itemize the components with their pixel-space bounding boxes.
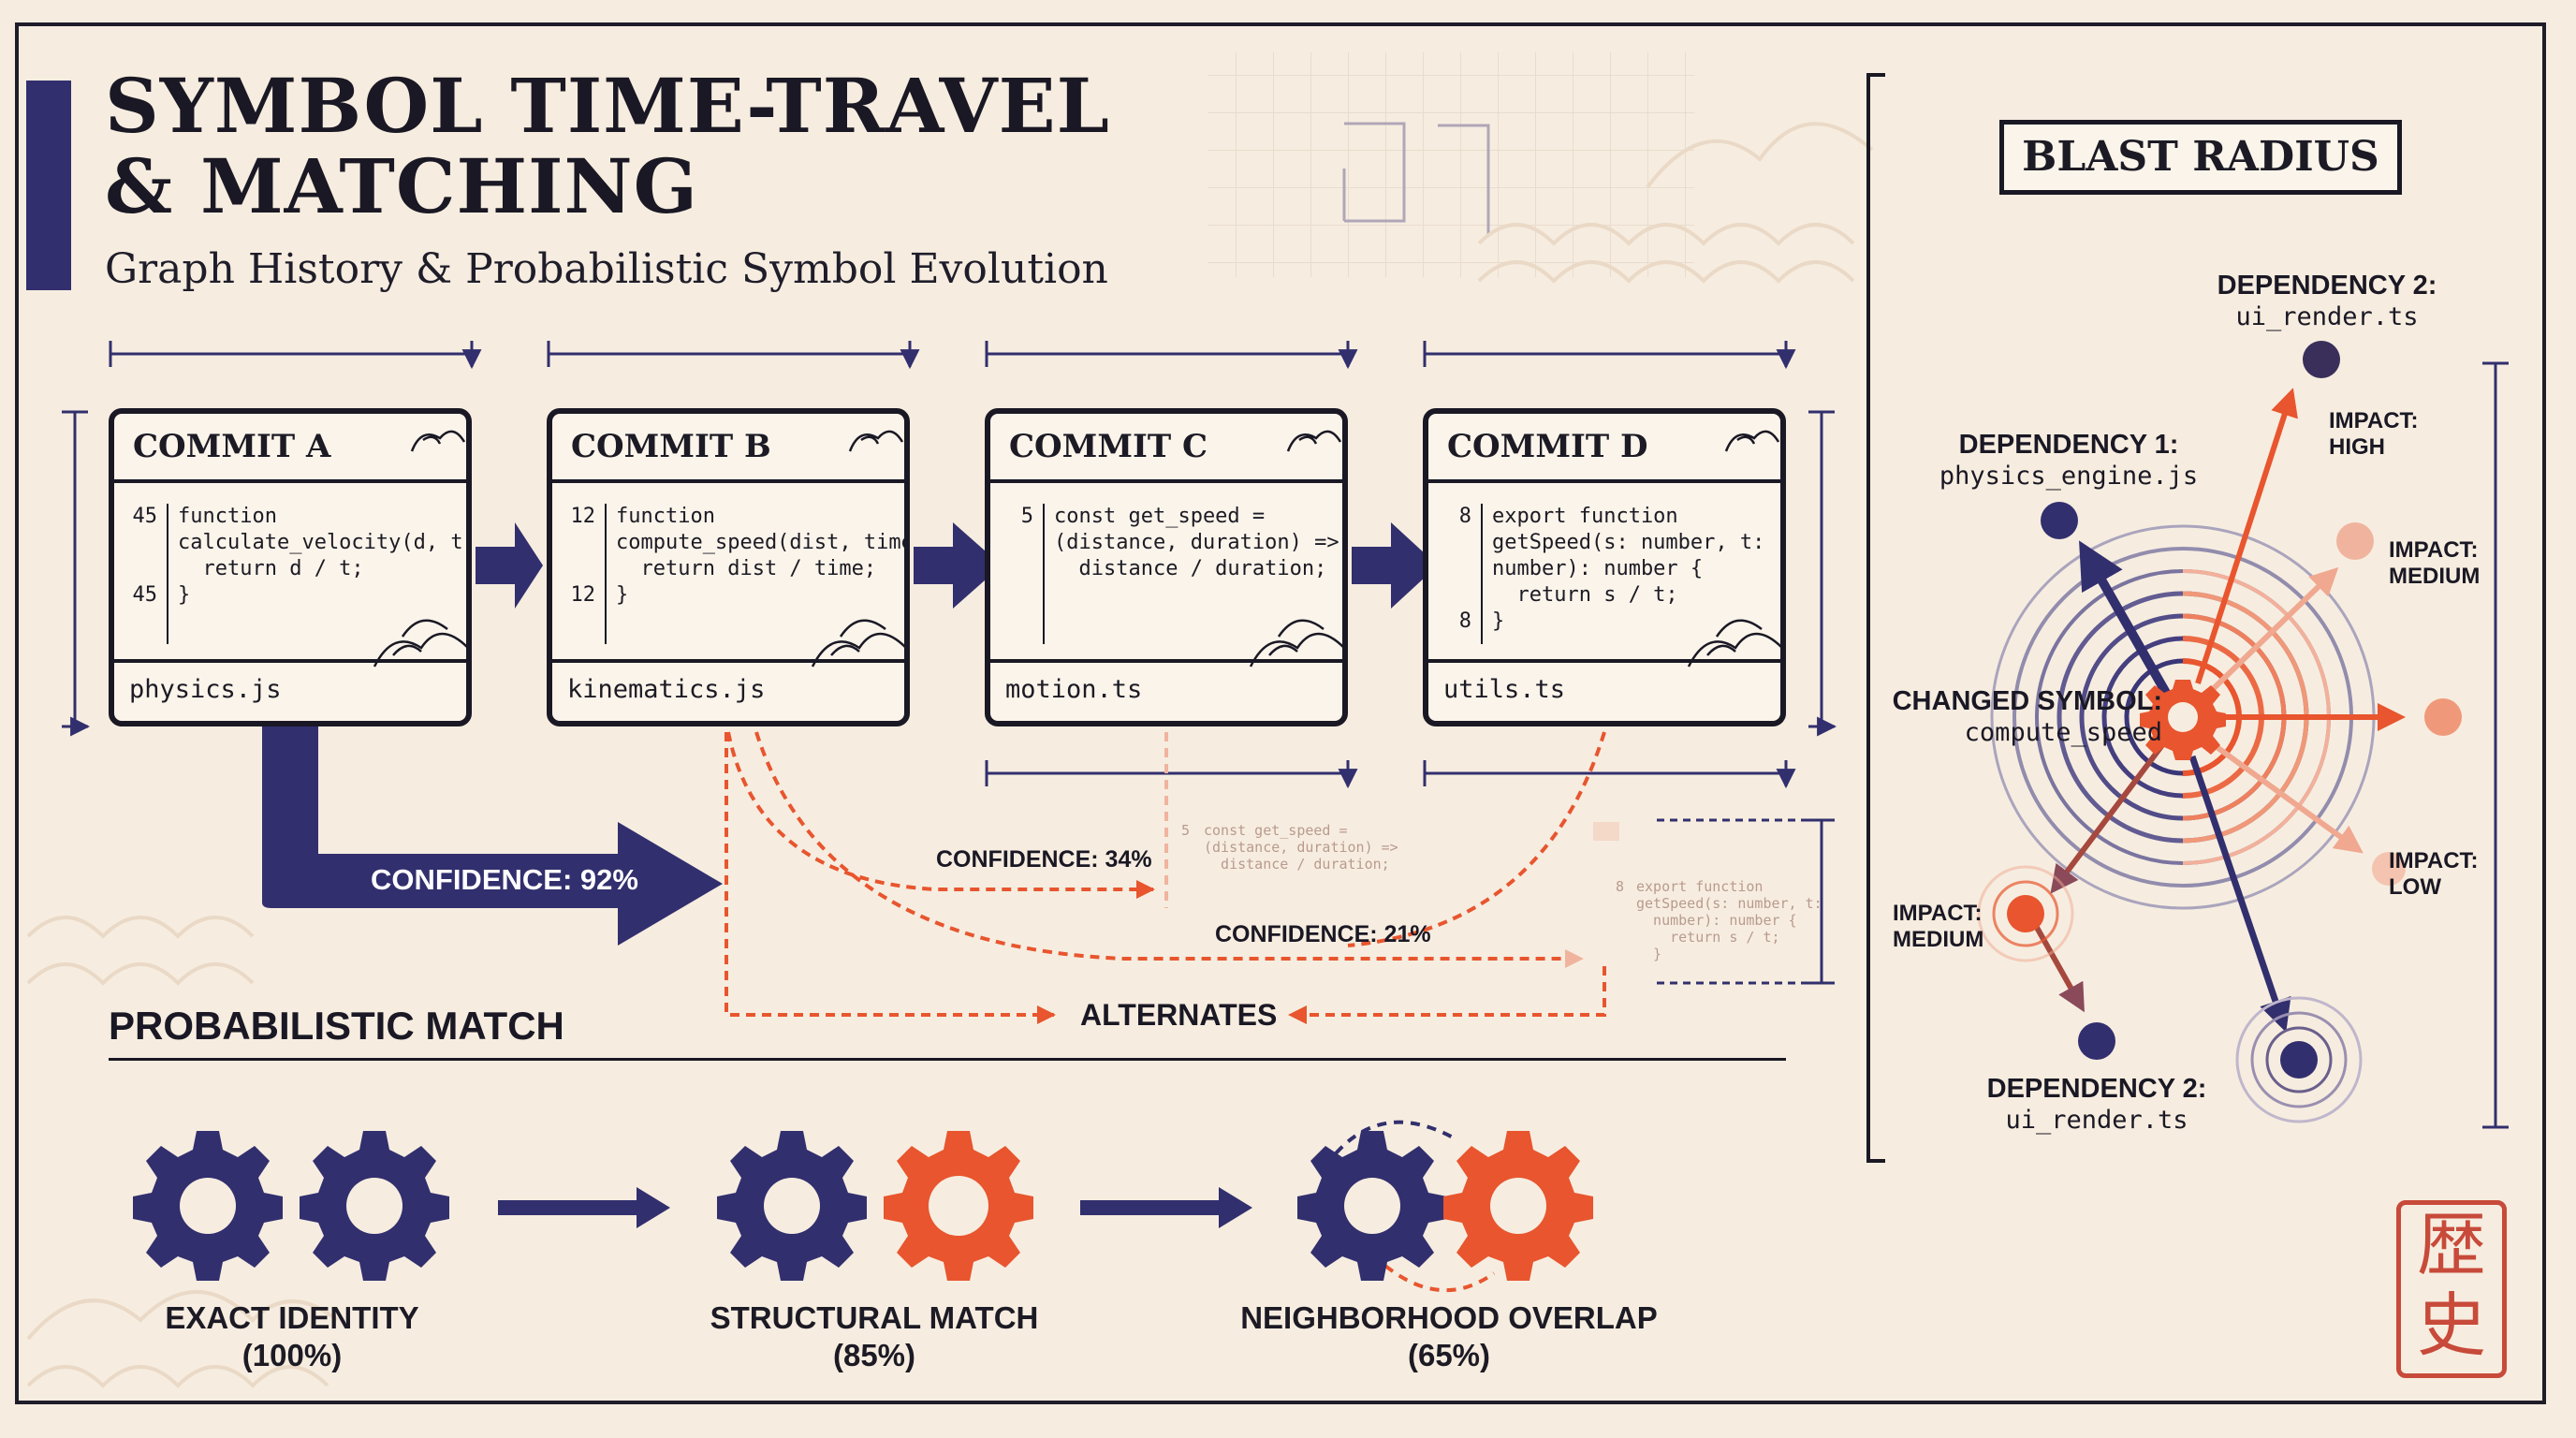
page-subtitle: Graph History & Probabilistic Symbol Evo… xyxy=(105,245,1108,293)
stage-percent: (100%) xyxy=(242,1338,343,1372)
blueprint-grid xyxy=(1208,52,1694,277)
ghost-code-d: export function getSpeed(s: number, t: n… xyxy=(1636,878,1822,962)
ghost-line-number-c: 5 xyxy=(1181,822,1191,839)
stage-arrows xyxy=(498,1187,1252,1228)
code-text: function compute_speed(dist, time) { ret… xyxy=(616,505,904,607)
dependency-2-top-label: DEPENDENCY 2: ui_render.ts xyxy=(2159,270,2496,333)
line-numbers: 45 45 xyxy=(127,504,168,644)
code-text: const get_speed = (distance, duration) =… xyxy=(1054,505,1339,580)
line-numbers: 12 12 xyxy=(565,504,607,644)
ghost-marker xyxy=(1593,822,1619,841)
commit-card-b[interactable]: COMMIT B 12 12 function compute_speed(di… xyxy=(547,408,910,726)
node-label: DEPENDENCY 1: xyxy=(1958,430,2179,460)
blast-radius-title: BLAST RADIUS xyxy=(1999,120,2402,195)
commit-file: motion.ts xyxy=(990,659,1342,721)
ripple-node xyxy=(2280,1041,2318,1078)
stage-label-neighborhood: NEIGHBORHOOD OVERLAP (65%) xyxy=(1206,1299,1692,1374)
commit-arrows xyxy=(476,522,1438,609)
confidence-21-label: CONFIDENCE: 21% xyxy=(1215,921,1431,947)
commit-title: COMMIT A xyxy=(114,414,466,483)
node-file: physics_engine.js xyxy=(1939,462,2199,491)
node-label: CHANGED SYMBOL: xyxy=(1892,686,2162,716)
cloud-icon xyxy=(373,430,1783,668)
impact-low-label: IMPACT: LOW xyxy=(2389,848,2479,900)
impact-high-label: IMPACT: HIGH xyxy=(2329,408,2419,460)
blueprint-lines xyxy=(1342,122,1490,234)
impact-medium-left-label: IMPACT: MEDIUM xyxy=(1893,901,1984,952)
dependency-2-top-node xyxy=(2303,341,2340,378)
wave-pattern-top xyxy=(1477,122,1874,284)
commit-title: COMMIT B xyxy=(552,414,904,483)
dependency-1-node xyxy=(2041,502,2078,539)
commit-card-d[interactable]: COMMIT D 8 8 export function getSpeed(s:… xyxy=(1423,408,1786,726)
ghost-line-number-d: 8 xyxy=(1616,878,1625,895)
dashed-paths xyxy=(724,731,1606,1024)
commit-file: utils.ts xyxy=(1428,659,1780,721)
dependency-2-bottom-label: DEPENDENCY 2: ui_render.ts xyxy=(1938,1073,2256,1137)
commit-title: COMMIT C xyxy=(990,414,1342,483)
commit-code: 12 12 function compute_speed(dist, time)… xyxy=(552,483,904,659)
wave-pattern-left xyxy=(26,916,339,1388)
commit-file: kinematics.js xyxy=(552,659,904,721)
stage-label-exact: EXACT IDENTITY (100%) xyxy=(49,1299,535,1374)
node-file: ui_render.ts xyxy=(2005,1106,2188,1135)
section-divider xyxy=(109,1058,1786,1061)
commit-card-c[interactable]: COMMIT C 5 const get_speed = (distance, … xyxy=(985,408,1348,726)
impact-arrows xyxy=(2028,388,2406,1033)
commit-code: 8 8 export function getSpeed(s: number, … xyxy=(1428,483,1780,659)
line-numbers: 5 xyxy=(1003,504,1045,644)
impact-medium-right-node xyxy=(2336,522,2374,560)
alternates-label: ALTERNATES xyxy=(1080,998,1278,1032)
node-file: compute_speed xyxy=(1964,718,2162,747)
stage-name: STRUCTURAL MATCH xyxy=(710,1300,1039,1335)
neighborhood-overlap-gears xyxy=(1297,1120,1593,1293)
title-line-2: & MATCHING xyxy=(105,142,698,230)
page-frame xyxy=(15,22,2546,1404)
commit-code: 45 45 function calculate_velocity(d, t) … xyxy=(114,483,466,659)
changed-symbol-label: CHANGED SYMBOL: compute_speed xyxy=(1881,685,2162,749)
probabilistic-match-title: PROBABILISTIC MATCH xyxy=(109,1004,564,1048)
panel-dimension xyxy=(2482,361,2509,1129)
stage-percent: (65%) xyxy=(1407,1338,1491,1372)
commit-file: physics.js xyxy=(114,659,466,721)
stage-percent: (85%) xyxy=(832,1338,916,1372)
structural-match-gears xyxy=(717,1131,1033,1281)
line-numbers: 8 8 xyxy=(1442,504,1483,644)
title-line-1: SYMBOL TIME-TRAVEL xyxy=(105,62,1110,150)
title-accent-bar xyxy=(26,81,71,290)
node-ripples xyxy=(1977,865,2363,1123)
confidence-34-label: CONFIDENCE: 34% xyxy=(936,846,1152,873)
commit-title: COMMIT D xyxy=(1428,414,1780,483)
commit-card-a[interactable]: COMMIT A 45 45 function calculate_veloci… xyxy=(109,408,472,726)
stage-name: EXACT IDENTITY xyxy=(165,1300,419,1335)
exact-identity-gears xyxy=(133,1131,449,1281)
dependency-2-bottom-node xyxy=(2078,1022,2115,1060)
commit-code: 5 const get_speed = (distance, duration)… xyxy=(990,483,1342,659)
code-text: function calculate_velocity(d, t) { retu… xyxy=(178,505,466,607)
impact-medium-right-label: IMPACT: MEDIUM xyxy=(2389,537,2481,589)
impact-low-node xyxy=(2372,852,2406,886)
dependency-nodes xyxy=(2007,341,2462,1078)
impact-medium-left-node xyxy=(2007,895,2044,932)
dependency-1-label: DEPENDENCY 1: physics_engine.js xyxy=(1910,429,2228,492)
node-file: ui_render.ts xyxy=(2235,302,2419,331)
stage-name: NEIGHBORHOOD OVERLAP xyxy=(1240,1300,1658,1335)
gear-icon xyxy=(2140,680,2226,760)
node-label: DEPENDENCY 2: xyxy=(2217,271,2437,301)
confidence-main-label: CONFIDENCE: 92% xyxy=(371,863,638,896)
page-title: SYMBOL TIME-TRAVEL & MATCHING xyxy=(105,66,1110,227)
code-text: export function getSpeed(s: number, t: n… xyxy=(1492,505,1765,633)
impact-node xyxy=(2424,698,2462,736)
confidence-main-arrow xyxy=(262,726,723,946)
hanko-seal: 歴史 xyxy=(2396,1200,2507,1378)
stage-label-structural: STRUCTURAL MATCH (85%) xyxy=(631,1299,1118,1374)
panel-bracket xyxy=(1866,73,1885,1163)
ghost-code-c: const get_speed = (distance, duration) =… xyxy=(1204,822,1398,873)
node-label: DEPENDENCY 2: xyxy=(1986,1074,2207,1104)
